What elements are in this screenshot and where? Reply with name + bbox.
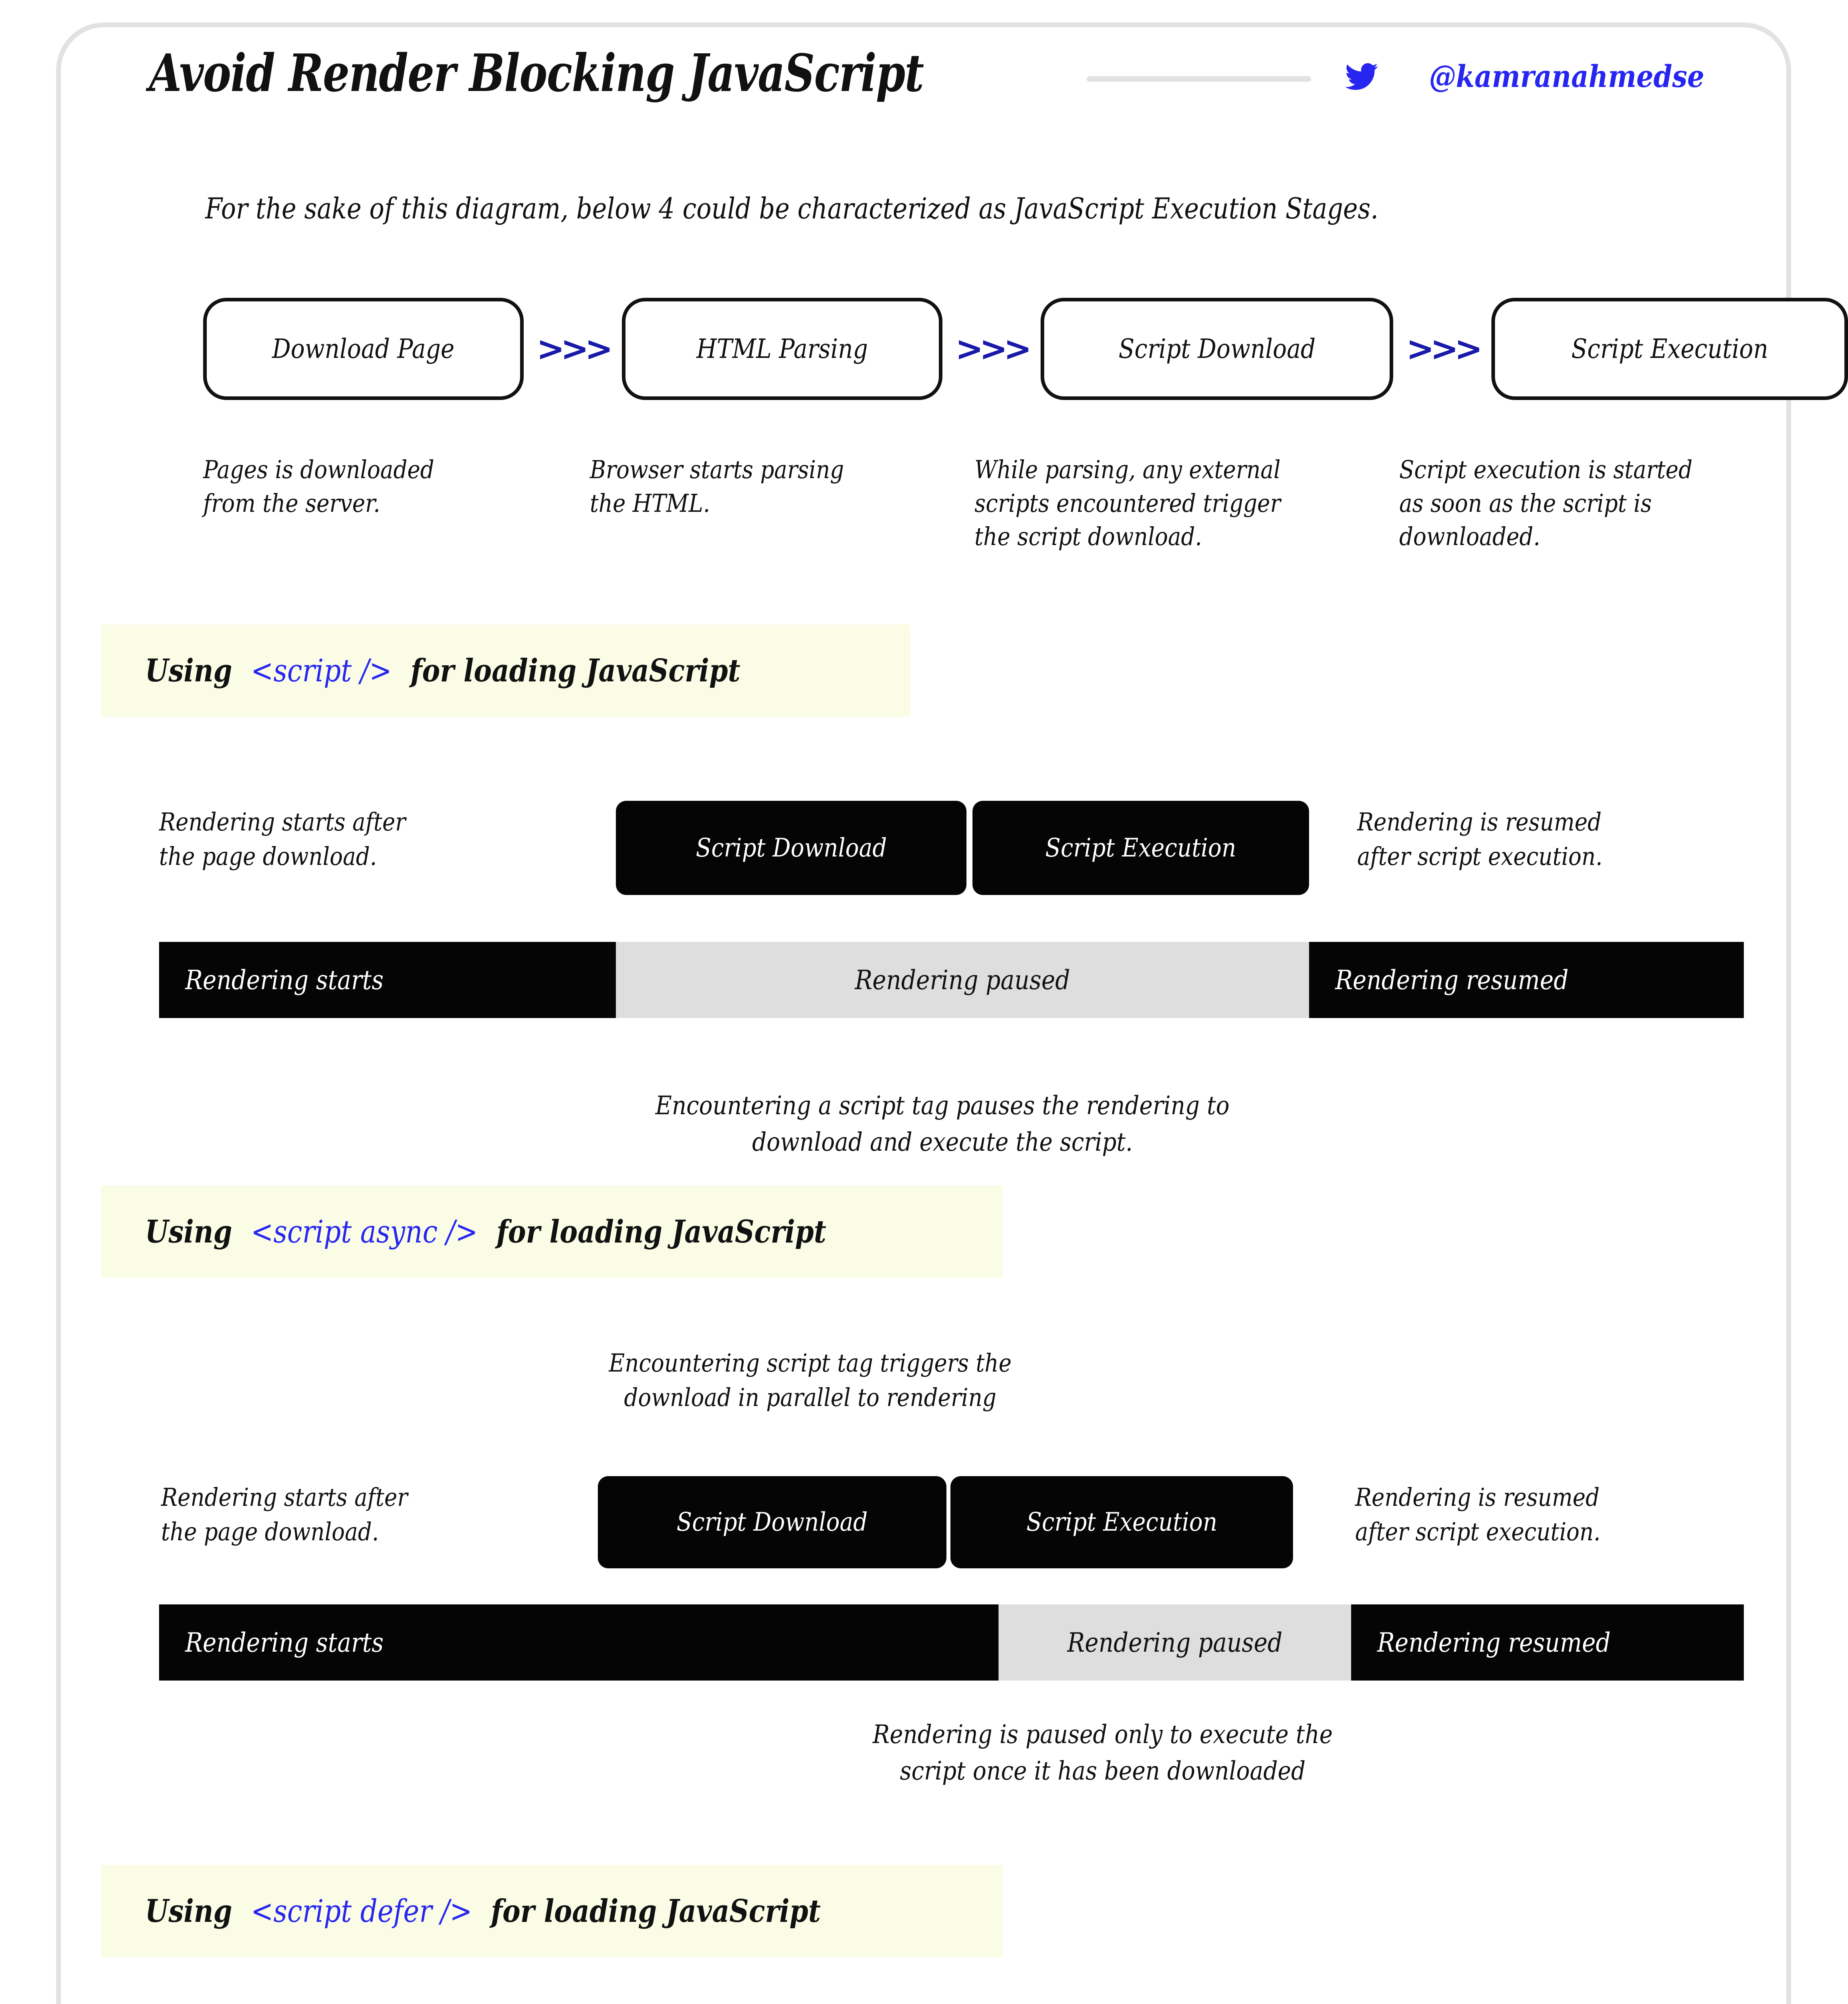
chevron-separator-2: >>> <box>955 329 1032 368</box>
stage-box-script-download[interactable]: Script Download <box>1041 297 1394 400</box>
banner-prefix: Using <box>145 1213 232 1250</box>
s1-block-label: Script Download <box>696 833 887 863</box>
stage-label: Download Page <box>272 333 455 364</box>
banner-code-tag: <script /> <box>251 653 392 689</box>
s1-bar-label: Rendering starts <box>185 964 384 996</box>
s1-bar-rendering-resumed: Rendering resumed <box>1309 942 1744 1018</box>
stage-box-script-execution[interactable]: Script Execution <box>1491 297 1848 400</box>
header: Avoid Render Blocking JavaScript @kamran… <box>61 27 1786 119</box>
s1-bar-rendering-paused: Rendering paused <box>616 942 1309 1018</box>
s2-bar-label: Rendering paused <box>1067 1627 1283 1658</box>
s2-bar-label: Rendering resumed <box>1377 1627 1611 1658</box>
s2-block-script-download: Script Download <box>598 1476 946 1568</box>
intro-subtitle: For the sake of this diagram, below 4 co… <box>205 192 1379 225</box>
s2-bar-rendering-starts: Rendering starts <box>159 1604 999 1681</box>
s2-block-script-execution: Script Execution <box>950 1476 1293 1568</box>
banner-prefix: Using <box>145 1893 232 1929</box>
banner-suffix: for loading JavaScript <box>410 652 740 689</box>
header-divider <box>1087 76 1311 82</box>
twitter-handle[interactable]: @kamranahmedse <box>1345 59 1704 94</box>
twitter-bird-icon <box>1345 63 1378 90</box>
banner-code-tag: <script defer /> <box>251 1893 472 1929</box>
s1-block-script-download: Script Download <box>616 801 966 895</box>
section-banner-script-defer: Using <script defer /> for loading JavaS… <box>101 1865 1003 1957</box>
banner-suffix: for loading JavaScript <box>491 1893 821 1929</box>
s2-block-label: Script Execution <box>1026 1507 1217 1537</box>
banner-code-tag: <script async /> <box>251 1214 478 1250</box>
banner-suffix: for loading JavaScript <box>496 1213 827 1250</box>
section-banner-text: Using <script /> for loading JavaScript <box>145 653 740 689</box>
section-banner-script: Using <script /> for loading JavaScript <box>101 624 910 717</box>
twitter-handle-text: @kamranahmedse <box>1429 59 1704 94</box>
s2-bar-rendering-resumed: Rendering resumed <box>1351 1604 1744 1681</box>
s2-bar-label: Rendering starts <box>185 1627 384 1658</box>
stage-box-download-page[interactable]: Download Page <box>203 297 524 400</box>
s1-block-label: Script Execution <box>1045 833 1237 863</box>
s1-bar-rendering-starts: Rendering starts <box>159 942 616 1018</box>
banner-prefix: Using <box>145 652 232 689</box>
s1-bar-label: Rendering resumed <box>1335 964 1569 996</box>
section-banner-text: Using <script defer /> for loading JavaS… <box>145 1893 821 1929</box>
stage-box-html-parsing[interactable]: HTML Parsing <box>622 297 943 400</box>
stage-label: HTML Parsing <box>696 333 868 364</box>
stage-label: Script Download <box>1118 333 1316 364</box>
section-banner-text: Using <script async /> for loading JavaS… <box>145 1214 826 1250</box>
chevron-separator-3: >>> <box>1406 329 1483 368</box>
s1-block-script-execution: Script Execution <box>972 801 1309 895</box>
stage-boxes-row: Download Page >>> HTML Parsing >>> Scrip… <box>203 297 1848 401</box>
stage-label: Script Execution <box>1571 333 1769 364</box>
s1-footnote: Encountering a script tag pauses the ren… <box>655 1091 1230 1157</box>
chevron-separator-1: >>> <box>537 329 613 368</box>
s1-bar-label: Rendering paused <box>855 964 1070 996</box>
s2-bar-rendering-paused: Rendering paused <box>999 1604 1351 1681</box>
infographic-card: Avoid Render Blocking JavaScript @kamran… <box>56 22 1848 2004</box>
s2-block-label: Script Download <box>676 1507 868 1537</box>
section-banner-script-async: Using <script async /> for loading JavaS… <box>101 1186 1003 1278</box>
page-title: Avoid Render Blocking JavaScript <box>149 43 924 103</box>
